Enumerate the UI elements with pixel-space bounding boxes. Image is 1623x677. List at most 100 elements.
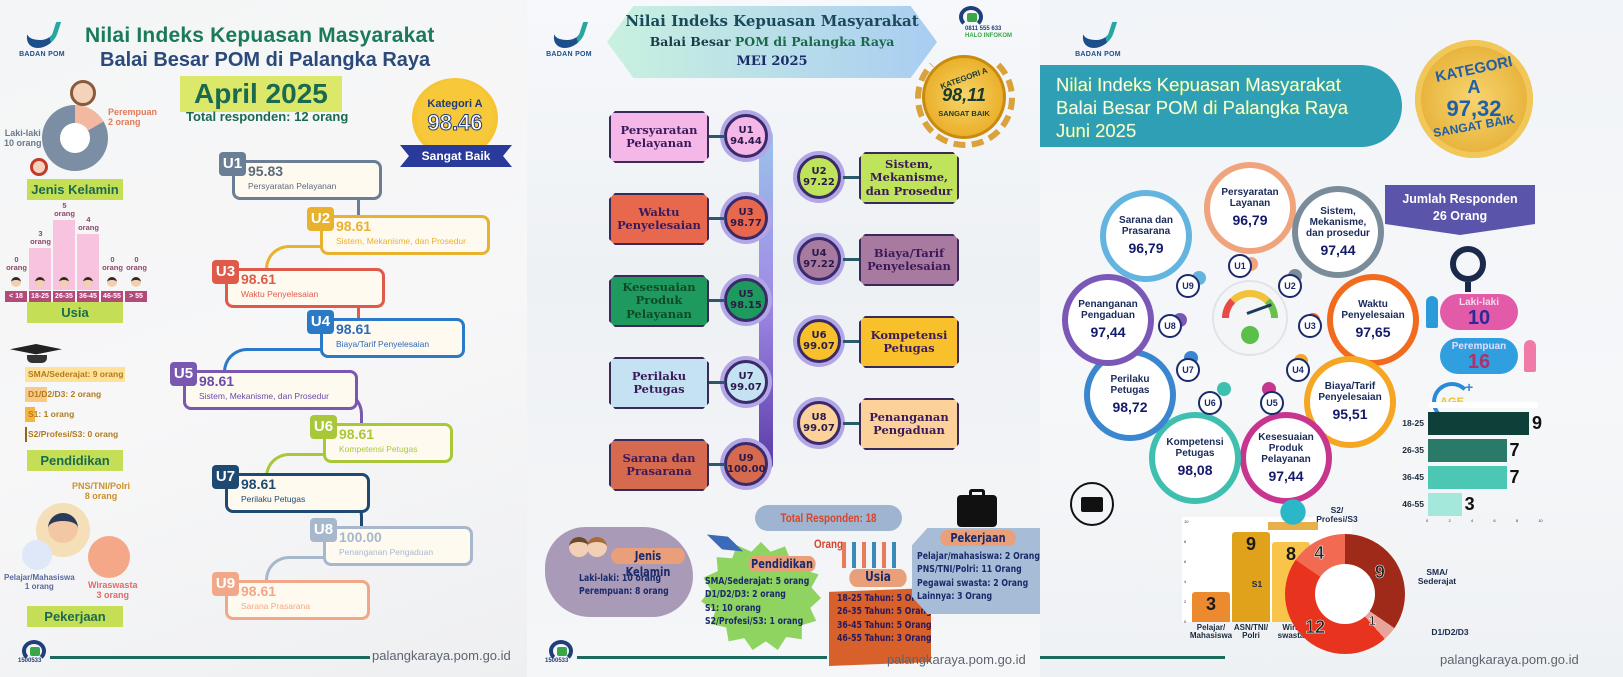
age-bar bbox=[77, 234, 99, 290]
connector-line bbox=[843, 176, 860, 179]
badan-pom-logo: BADAN POM bbox=[1068, 22, 1128, 58]
indicator-label: Kompetensi Petugas bbox=[339, 444, 418, 454]
age-avatar-icon bbox=[83, 277, 93, 287]
age-avatar-icon bbox=[59, 277, 69, 287]
badan-pom-logo-icon bbox=[22, 22, 62, 48]
indicator-score: 98.61 bbox=[241, 476, 277, 492]
female-count: 2 orang bbox=[108, 116, 141, 127]
website-link[interactable]: palangkaraya.pom.go.id bbox=[887, 652, 1026, 667]
job-axis-tick: 2 bbox=[1184, 599, 1187, 605]
education-label: SMA/Sederajat: 9 orang bbox=[28, 369, 124, 379]
website-link[interactable]: palangkaraya.pom.go.id bbox=[1440, 652, 1579, 667]
title-banner bbox=[1040, 65, 1402, 147]
indicator-label: Sistem, Mekanisme, dan Prosedur bbox=[199, 391, 329, 401]
connector-line bbox=[843, 258, 860, 261]
headset-icon bbox=[22, 640, 46, 662]
indicator-label-line: Perilaku bbox=[1110, 374, 1150, 386]
indicator-code: U8 bbox=[1158, 314, 1182, 338]
indicator-label-line: Petugas bbox=[1110, 385, 1150, 397]
people-group-icon bbox=[842, 542, 902, 568]
indicator-label: Penanganan Pengaduan bbox=[339, 547, 434, 557]
education-bar bbox=[25, 427, 27, 442]
indicator-label-line: Kesesuaian bbox=[622, 280, 696, 295]
age-item: 36-45 Tahun: 5 Orang bbox=[837, 619, 932, 631]
indicator-code: U7 bbox=[1176, 358, 1200, 382]
age-range-label: 26-35 bbox=[53, 291, 75, 302]
indicator-score: 100.00 bbox=[339, 529, 382, 545]
indicator-label-line: Persyaratan bbox=[620, 122, 698, 137]
april-panel: BADAN POM Nilai Indeks Kepuasan Masyarak… bbox=[0, 0, 527, 677]
hotline-number: 0811 555 633 bbox=[965, 26, 1002, 32]
indicator-label-line: Pengaduan bbox=[1081, 310, 1135, 322]
indicator-code: U4 bbox=[811, 248, 827, 259]
female-label: Perempuan bbox=[108, 107, 158, 117]
donut-category-label: D1/D2/D3 bbox=[1431, 627, 1469, 637]
indicator-card bbox=[320, 318, 465, 358]
gender-list: Laki-laki: 10 orang Perempuan: 8 orang bbox=[579, 572, 669, 599]
age-axis-tick: 2 bbox=[1448, 518, 1451, 523]
female-count: 16 bbox=[1467, 351, 1491, 373]
indicator-code: U6 bbox=[811, 330, 827, 341]
age-count-unit: orang bbox=[102, 262, 123, 272]
age-avatar-icon bbox=[35, 277, 45, 287]
logo-text: BADAN POM bbox=[19, 51, 65, 58]
indicator-label-line: Sistem, bbox=[1320, 205, 1356, 217]
job-item: Lainnya: 3 Orang bbox=[917, 590, 993, 602]
job-axis-tick: 6 bbox=[1184, 559, 1187, 565]
website-link[interactable]: palangkaraya.pom.go.id bbox=[372, 648, 511, 663]
indicator-label-line: Petugas bbox=[1175, 448, 1215, 460]
pns-count: 8 orang bbox=[84, 490, 118, 501]
age-count-number: 3 bbox=[38, 229, 43, 238]
education-item: D1/D2/D3: 2 orang bbox=[705, 589, 786, 601]
indicator-card bbox=[320, 215, 490, 255]
male-avatar-icon bbox=[30, 158, 48, 176]
job-bar: 3 bbox=[1192, 592, 1230, 622]
indicator-code: U6 bbox=[310, 415, 337, 439]
job-category-label: Wira swasta bbox=[1277, 623, 1305, 640]
indicator-label: Perilaku Petugas bbox=[241, 494, 306, 504]
period-label: MEI 2025 bbox=[736, 54, 808, 69]
male-count-pill: Laki-laki 10 bbox=[1440, 294, 1518, 330]
age-list: 18-25 Tahun: 5 Orang 26-35 Tahun: 5 Oran… bbox=[837, 592, 932, 645]
age-range-label: 18-25 bbox=[1402, 418, 1424, 428]
indicator-connector bbox=[265, 245, 360, 272]
student-count: 1 orang bbox=[24, 581, 54, 591]
donut-category-label: S2/ Profesi/S3 bbox=[1316, 505, 1358, 524]
age-item: 18-25 Tahun: 5 Orang bbox=[837, 593, 932, 604]
petal-stem bbox=[1216, 382, 1231, 396]
indicator-label: Sistem, Mekanisme, dan Prosedur bbox=[336, 236, 466, 246]
badan-pom-logo: BADAN POM bbox=[12, 22, 72, 58]
medal-grade: A bbox=[1467, 76, 1481, 97]
indicator-code: U3 bbox=[1298, 314, 1322, 338]
indicator-card bbox=[323, 526, 473, 566]
age-axis-tick: 6 bbox=[1493, 518, 1496, 523]
gender-title: Jenis Kelamin bbox=[611, 548, 685, 579]
male-avatar-icon bbox=[569, 537, 589, 557]
indicator-label-line: Produk bbox=[1268, 442, 1304, 454]
age-count-number: 0 bbox=[134, 255, 139, 264]
donut-category-label: S1 bbox=[1251, 579, 1263, 589]
indicator-code: U3 bbox=[738, 207, 754, 218]
entrepreneur-avatar-icon bbox=[88, 536, 130, 578]
indicator-score: 98.77 bbox=[730, 218, 762, 229]
education-row: S2/Profesi/S3: 0 orang bbox=[25, 427, 135, 442]
page-title: Nilai Indeks Kepuasan Masyarakat bbox=[1056, 74, 1341, 95]
indicator-label-line: Prasarana bbox=[626, 464, 692, 478]
badan-pom-logo-icon bbox=[549, 22, 589, 48]
age-bar bbox=[53, 220, 75, 290]
indicator-score: 99.07 bbox=[803, 341, 835, 352]
education-brain-icon bbox=[1268, 494, 1318, 530]
medal-rating: SANGAT BAIK bbox=[938, 109, 990, 118]
age-section-title: Usia bbox=[27, 302, 123, 323]
male-count: 10 bbox=[1467, 307, 1491, 329]
briefcase-icon bbox=[1081, 497, 1103, 512]
page-title: Nilai Indeks Kepuasan Masyarakat bbox=[85, 24, 435, 47]
education-row: S1: 1 orang bbox=[25, 407, 135, 422]
badge-rating: Sangat Baik bbox=[400, 145, 512, 167]
